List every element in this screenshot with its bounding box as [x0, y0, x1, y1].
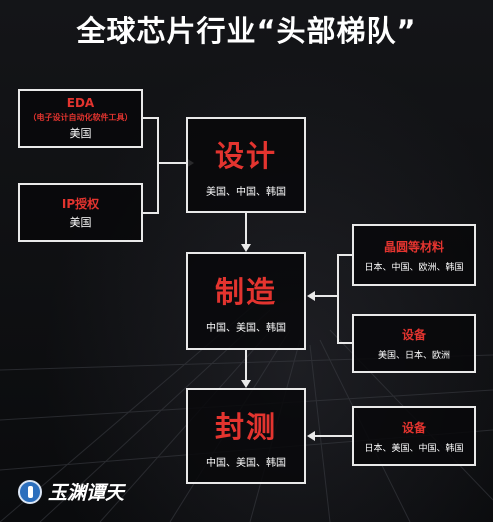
node-equipment-manufacturing: 设备 美国、日本、欧洲	[352, 314, 476, 373]
node-manufacturing-countries: 中国、美国、韩国	[206, 322, 286, 334]
node-eda-subtitle: （电子设计自动化软件工具）	[28, 113, 133, 122]
page-title: 全球芯片行业“头部梯队”	[76, 14, 417, 48]
node-equipment-manufacturing-countries: 美国、日本、欧洲	[377, 351, 450, 361]
node-design-countries: 美国、中国、韩国	[206, 186, 286, 198]
node-materials-countries: 日本、中国、欧洲、韩国	[364, 262, 464, 273]
node-equipment-packaging-countries: 日本、美国、中国、韩国	[364, 443, 464, 454]
node-design: 设计 美国、中国、韩国	[186, 117, 306, 213]
node-eda-title: EDA	[66, 96, 95, 110]
logo-icon	[18, 479, 42, 504]
node-design-title: 设计	[214, 138, 277, 173]
node-eda-countries: 美国	[69, 127, 92, 140]
node-manufacturing: 制造 中国、美国、韩国	[186, 252, 306, 350]
node-materials-title: 晶圆等材料	[383, 239, 444, 254]
node-packaging-title: 封测	[214, 409, 277, 444]
node-materials: 晶圆等材料 日本、中国、欧洲、韩国	[352, 224, 476, 286]
node-equipment-packaging-title: 设备	[401, 420, 426, 435]
node-packaging: 封测 中国、美国、韩国	[186, 388, 306, 484]
brand-logo: 玉渊谭天	[18, 478, 124, 505]
node-eda: EDA （电子设计自动化软件工具） 美国	[18, 89, 143, 148]
node-equipment-manufacturing-title: 设备	[401, 328, 426, 342]
node-ip: IP授权 美国	[18, 183, 143, 242]
node-equipment-packaging: 设备 日本、美国、中国、韩国	[352, 406, 476, 466]
node-manufacturing-title: 制造	[214, 274, 277, 309]
node-ip-countries: 美国	[69, 216, 92, 229]
node-ip-title: IP授权	[61, 197, 100, 211]
logo-text: 玉渊谭天	[48, 482, 125, 504]
node-packaging-countries: 中国、美国、韩国	[206, 457, 286, 469]
